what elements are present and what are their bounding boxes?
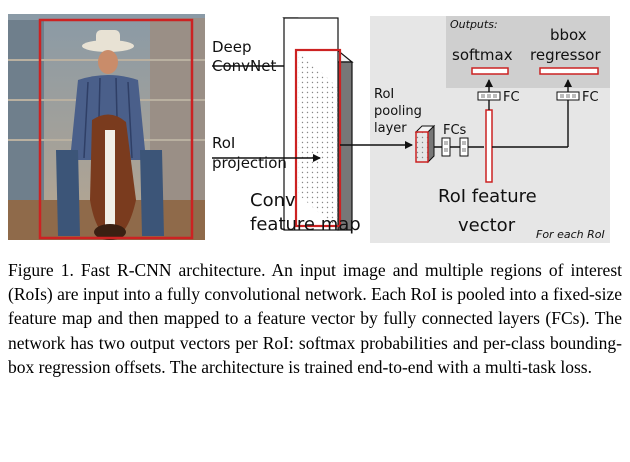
label-fc-left: FC: [503, 90, 520, 105]
label-softmax: softmax: [452, 46, 513, 64]
roi-pooling-block: [414, 124, 436, 164]
conv-feature-map: [282, 17, 354, 231]
label-bbox: bbox: [550, 26, 587, 44]
label-deep: Deep: [212, 38, 252, 56]
fc-layer-1: [441, 137, 451, 157]
label-outputs: Outputs:: [450, 18, 498, 31]
figure-caption: Figure 1. Fast R-CNN architecture. An in…: [8, 260, 622, 377]
fast-rcnn-diagram: Deep ConvNet RoI projection Conv feature…: [8, 14, 610, 243]
label-fc-right: FC: [582, 90, 599, 105]
fc-bbox-box: [556, 91, 580, 101]
label-regressor: regressor: [530, 46, 601, 64]
label-roi-feature: RoI feature: [438, 186, 537, 207]
input-image: [8, 14, 205, 240]
fc-softmax-box: [477, 91, 501, 101]
label-convnet: ConvNet: [212, 57, 276, 75]
label-for-each-roi: For each RoI: [536, 228, 605, 241]
softmax-output-bar: [471, 67, 509, 75]
label-roi-pool-2: pooling: [374, 104, 422, 119]
bbox-output-bar: [539, 67, 599, 75]
label-projection: projection: [212, 154, 287, 172]
label-feature-map: feature map: [250, 214, 361, 235]
label-fcs: FCs: [443, 123, 467, 138]
label-conv: Conv: [250, 190, 296, 211]
feature-map-roi-box: [294, 48, 342, 228]
label-vector: vector: [458, 215, 516, 236]
outputs-panel: [446, 16, 610, 88]
label-roi: RoI: [212, 134, 235, 152]
image-roi-box: [38, 18, 194, 240]
fc-layer-2: [459, 137, 469, 157]
label-roi-pool-3: layer: [374, 121, 407, 136]
roi-feature-vector-bar: [485, 109, 493, 183]
label-roi-pool-1: RoI: [374, 87, 394, 102]
